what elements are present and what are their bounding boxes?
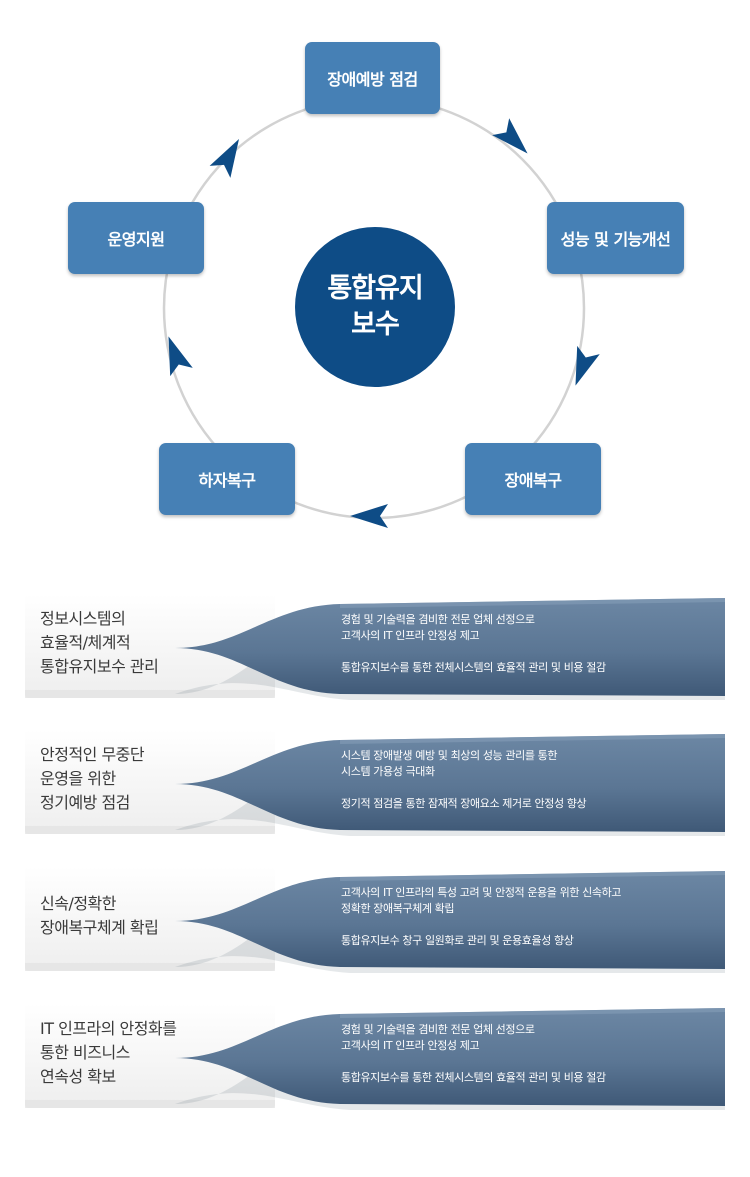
center-title-line1: 통합유지 xyxy=(327,273,423,304)
row-title-line: 신속/정확한 xyxy=(40,894,117,913)
row-description-line: 경험 및 기술력을 겸비한 전문 업체 선정으로 xyxy=(341,1023,535,1036)
row-description-line: 통합유지보수를 통한 전체시스템의 효율적 관리 및 비용 절감 xyxy=(341,1071,606,1084)
row-description-line: 정기적 점검을 통한 잠재적 장애요소 제거로 안정성 향상 xyxy=(341,797,587,810)
row-title-line: 운영을 위한 xyxy=(40,769,116,788)
row-title-line: 연속성 확보 xyxy=(40,1067,116,1086)
node-failure-recovery: 장애복구 xyxy=(465,443,601,515)
row-title-line: 안정적인 무중단 xyxy=(40,745,145,764)
cycle-center: 통합유지 보수 xyxy=(295,227,455,387)
row-title-line: 정기예방 점검 xyxy=(40,793,130,812)
row-title-line: 효율적/체계적 xyxy=(40,633,131,652)
ribbon-graphic xyxy=(25,1004,725,1110)
arrow-icon xyxy=(350,504,388,528)
row-description-line: 시스템 가용성 극대화 xyxy=(341,765,435,778)
row-description-line: 시스템 장애발생 예방 및 최상의 성능 관리를 통한 xyxy=(341,749,558,762)
ribbon-graphic xyxy=(25,867,725,973)
ribbon-graphic xyxy=(25,730,725,836)
row-description-line: 경험 및 기술력을 겸비한 전문 업체 선정으로 xyxy=(341,613,535,626)
node-performance-improvement: 성능 및 기능개선 xyxy=(547,202,684,274)
center-title-line2: 보수 xyxy=(351,309,400,340)
ribbon-graphic xyxy=(25,594,725,700)
row-description-line: 정확한 장애복구체계 확립 xyxy=(341,902,455,915)
row-description-line: 통합유지보수 창구 일원화로 관리 및 운용효율성 향상 xyxy=(341,934,574,947)
row-title-line: 통한 비즈니스 xyxy=(40,1043,130,1062)
row-description-line: 통합유지보수를 통한 전체시스템의 효율적 관리 및 비용 절감 xyxy=(341,661,606,674)
maintenance-cycle-diagram: 통합유지 보수 장애예방 점검 성능 및 기능개선 장애복구 하자복구 운영지원 xyxy=(0,0,750,560)
node-prevention-inspection: 장애예방 점검 xyxy=(305,42,440,114)
row-description-line: 고객사의 IT 인프라 안정성 제고 xyxy=(341,1039,480,1052)
row-title-line: 정보시스템의 xyxy=(40,609,126,628)
node-defect-recovery: 하자복구 xyxy=(159,443,295,515)
arrow-icon xyxy=(575,345,600,386)
line-spacer xyxy=(341,917,721,933)
line-spacer xyxy=(341,644,721,660)
arrow-icon xyxy=(209,138,239,178)
line-spacer xyxy=(341,1054,721,1070)
row-description-line: 고객사의 IT 인프라 안정성 제고 xyxy=(341,629,480,642)
row-title-line: 통합유지보수 관리 xyxy=(40,657,159,676)
row-description-line: 고객사의 IT 인프라의 특성 고려 및 안정적 운용을 위한 신속하고 xyxy=(341,886,622,899)
row-title-line: 장애복구체계 확립 xyxy=(40,918,159,937)
row-title-line: IT 인프라의 안정화를 xyxy=(40,1019,177,1038)
line-spacer xyxy=(341,780,721,796)
arrow-icon xyxy=(492,118,528,154)
node-operation-support: 운영지원 xyxy=(68,202,204,274)
arrow-icon xyxy=(168,336,193,377)
